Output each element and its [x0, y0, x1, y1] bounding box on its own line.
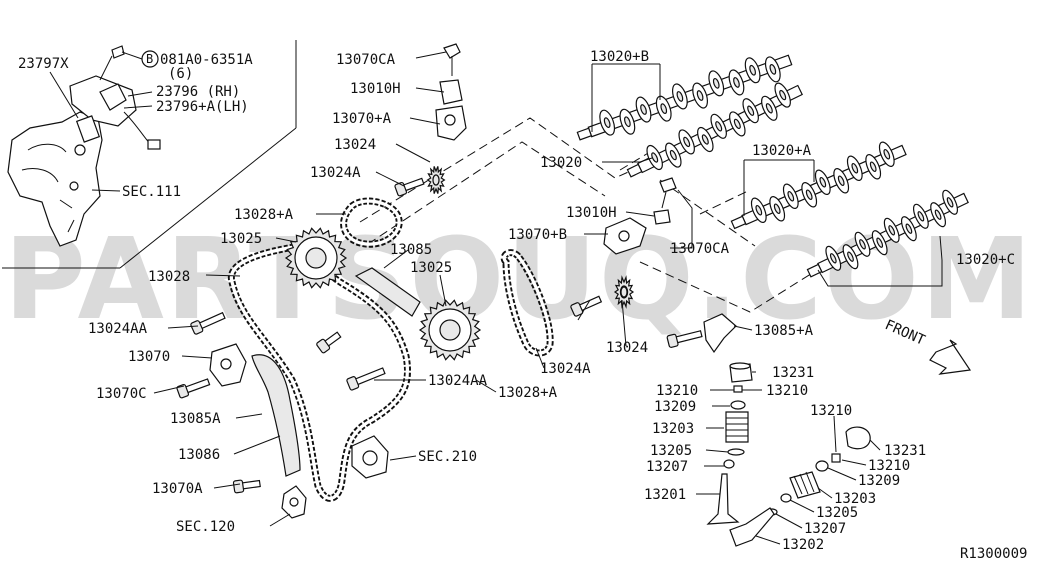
sprocket-exhaust-mid: [613, 275, 635, 309]
label-13231-b: 13231: [884, 443, 926, 459]
label-13024a-top: 13024A: [310, 165, 361, 181]
label-13070ca-right: 13070CA: [670, 241, 730, 257]
bolts-group: [176, 177, 703, 494]
label-23796-rh: 23796 (RH): [156, 84, 240, 100]
secondary-chain-middle: [500, 249, 554, 357]
label-13210-a2: 13210: [766, 383, 808, 399]
label-13070b: 13070+B: [508, 227, 567, 243]
label-13203-b: 13203: [834, 491, 876, 507]
valve-assembly-exhaust: [729, 426, 871, 547]
bolt-13024a-mid: [570, 295, 603, 317]
label-13025-left: 13025: [220, 231, 262, 247]
bolt-spec-circle-letter: B: [146, 52, 153, 66]
chain-tensioner-part: [209, 343, 247, 387]
label-13010h-top: 13010H: [350, 81, 401, 97]
label-13201: 13201: [644, 487, 686, 503]
label-13207-a: 13207: [646, 459, 688, 475]
sprocket-intake-mid: [418, 299, 482, 361]
label-13210-a1: 13210: [656, 383, 698, 399]
label-13024-mid: 13024: [606, 340, 648, 356]
label-13210-b2: 13210: [868, 458, 910, 474]
camshaft-13020-b: [576, 54, 793, 141]
label-13028a-top: 13028+A: [234, 207, 294, 223]
camshaft-sensor-part: [69, 45, 161, 150]
label-13070ca-top: 13070CA: [336, 52, 396, 68]
camshafts-group: [576, 54, 969, 278]
camshaft-13020-c: [806, 189, 969, 278]
label-13070a-low: 13070A: [152, 481, 203, 497]
label-13205-b: 13205: [816, 505, 858, 521]
label-13085: 13085: [390, 242, 432, 258]
chain-guide-right: [703, 313, 737, 354]
bolt-spec-callout: B 081A0-6351A (6): [121, 50, 253, 82]
label-13231-a: 13231: [772, 365, 814, 381]
bolt-13024aa-mid: [346, 367, 386, 391]
label-13086: 13086: [178, 447, 220, 463]
label-13209-a: 13209: [654, 399, 696, 415]
label-13205-a: 13205: [650, 443, 692, 459]
valve-timing-solenoid-right: [603, 177, 677, 255]
label-sec-210: SEC.210: [418, 449, 477, 465]
bolt-13070c: [176, 378, 211, 399]
label-sec-111: SEC.111: [122, 184, 181, 200]
valve-assembly-intake: [706, 362, 753, 525]
label-13024-top: 13024: [334, 137, 376, 153]
diagram-code: R1300009: [960, 546, 1027, 562]
label-13070c: 13070C: [96, 386, 147, 402]
bolt-13024aa-left: [190, 311, 226, 335]
label-13028: 13028: [148, 269, 190, 285]
leader-lines: [153, 51, 943, 545]
label-13085a: 13085A: [170, 411, 221, 427]
label-13085-plus-a: 13085+A: [754, 323, 814, 339]
label-sec-120: SEC.120: [176, 519, 235, 535]
label-13210-b1: 13210: [810, 403, 852, 419]
front-cover-part: [7, 111, 103, 247]
label-13020: 13020: [540, 155, 582, 171]
camshaft-13020: [626, 82, 803, 178]
bolt-spec-qty: (6): [168, 66, 193, 82]
sprocket-exhaust-upper: [426, 166, 446, 194]
label-23796-lh: 23796+A(LH): [156, 99, 249, 115]
label-13028a-mid: 13028+A: [498, 385, 558, 401]
sprockets-group: [284, 166, 635, 361]
sprocket-intake-left: [284, 227, 348, 289]
tension-guide-part: [354, 267, 421, 317]
label-13025-mid: 13025: [410, 260, 452, 276]
label-13070: 13070: [128, 349, 170, 365]
label-13202: 13202: [782, 537, 824, 553]
camshaft-13020-a: [730, 141, 907, 230]
label-13020c: 13020+C: [956, 252, 1015, 268]
section-divider: [2, 40, 297, 269]
label-13209-b: 13209: [858, 473, 900, 489]
label-13203-a: 13203: [652, 421, 694, 437]
label-13024a-mid: 13024A: [540, 361, 591, 377]
label-13020b: 13020+B: [590, 49, 649, 65]
label-13020a: 13020+A: [752, 143, 812, 159]
bolt-13070a: [232, 479, 261, 494]
secondary-chain-upper: [340, 197, 403, 248]
bolt-chain-tensioner: [316, 331, 342, 354]
crank-sprocket-sec120: [281, 485, 307, 519]
part-labels: 13070CA 13010H 13070+A 13024 13024A 1302…: [88, 49, 1027, 562]
bolt-13024a-top: [394, 177, 425, 197]
label-13010h-right: 13010H: [566, 205, 617, 221]
label-13207-b: 13207: [804, 521, 846, 537]
label-13070a-top: 13070+A: [332, 111, 392, 127]
label-13024aa-mid: 13024AA: [428, 373, 488, 389]
bolt-spec-number: 081A0-6351A: [160, 52, 253, 68]
label-23797x: 23797X: [18, 56, 69, 72]
bolt-13085a: [666, 330, 703, 348]
primary-timing-chain: [227, 242, 411, 502]
valve-timing-solenoid-upper: [435, 43, 467, 141]
slack-guide-part: [251, 354, 301, 477]
oil-pump-housing-sec210: [351, 435, 389, 479]
label-13024aa-left: 13024AA: [88, 321, 148, 337]
